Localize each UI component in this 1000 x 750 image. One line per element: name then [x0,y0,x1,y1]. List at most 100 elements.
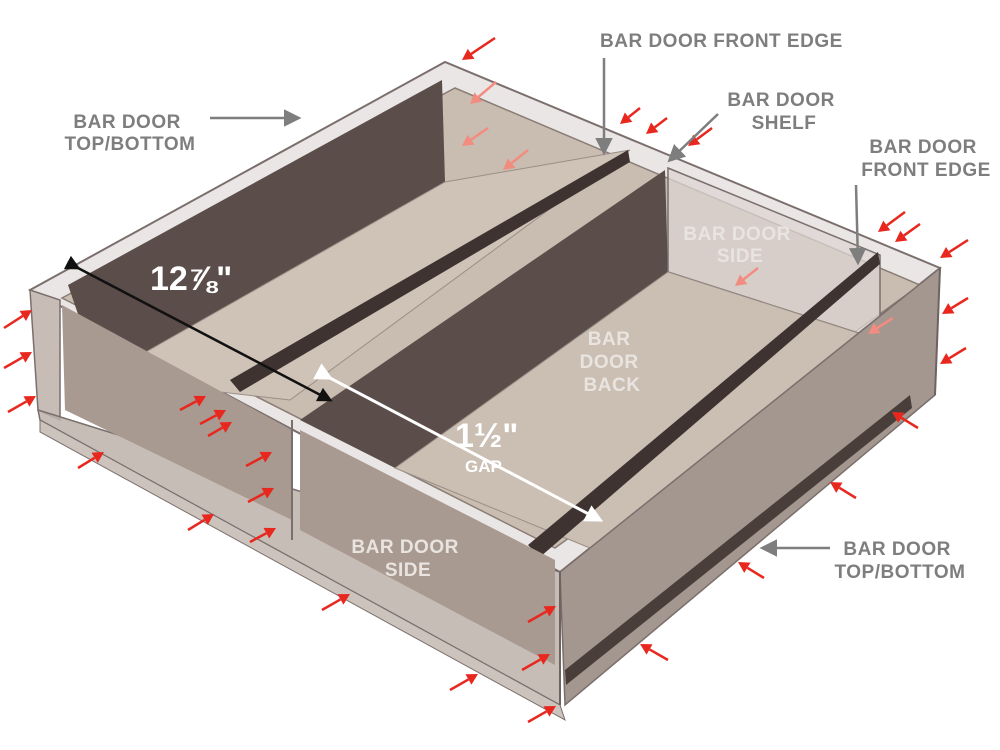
glue-arrow [521,654,550,672]
glue-arrow [187,514,214,532]
glue-arrow-shaft [653,117,668,129]
glue-arrow [640,644,669,662]
glue-arrow-head [503,158,516,170]
right-corner-edge [934,267,941,396]
glue-arrow-shaft [900,416,919,430]
glue-arrow [527,706,556,724]
dimension-gap-value: 1½" [455,417,518,455]
glue-arrow-shaft [876,316,894,330]
glue-arrow-head [470,92,483,104]
glue-arrow-shaft [510,149,529,165]
glue-arrow-shaft [696,126,713,141]
label-front-edge-right: BAR DOOR FRONT EDGE [861,137,991,181]
glue-arrow-shaft [627,107,641,119]
dimension-depth: 12⅞" [150,260,232,298]
glue-arrow-head [892,412,905,423]
glue-arrow-head [263,527,276,539]
label-side-front: BAR DOOR SIDE [351,537,464,581]
glue-arrow-shaft [948,346,967,360]
glue-arrow [878,210,906,232]
glue-arrow-shaft [449,678,470,692]
glue-arrow-head [688,134,701,146]
glue-arrow-head [830,482,843,493]
glue-arrow [940,238,969,258]
front-face-left [29,288,61,422]
label-shelf: BAR DOOR SHELF [727,90,840,134]
base-stripe-right [565,395,912,685]
leader-shelf [667,113,719,163]
glue-arrow [735,267,759,286]
glue-arrow-shaft [886,210,906,227]
glue-arrow-shaft [207,426,224,438]
glue-arrow-shaft [470,126,489,141]
glue-arrow-head [735,274,748,286]
glue-arrow-head [261,487,274,499]
glue-arrow-shaft [903,222,921,237]
glue-arrow-head [465,674,478,685]
glue-arrow [199,409,226,426]
shelf-ridge-right [528,252,880,557]
glue-arrow-head [620,112,633,124]
dimension-lines [63,255,604,522]
label-back: BAR DOOR BACK [580,329,645,396]
label-side-back: BAR DOOR SIDE [683,224,796,267]
glue-arrow-shaft [527,610,548,624]
glue-arrow [830,482,857,500]
glue-arrow-shaft [321,598,342,612]
gap-dimension-line [313,363,604,522]
glue-arrow [462,126,489,146]
glue-arrow [527,606,556,624]
glue-arrow-head [537,654,550,665]
label-top-bottom-left: BAR DOOR TOP/BOTTOM [65,112,196,155]
glue-arrow-shaft [948,238,969,254]
glue-arrow-shaft [838,486,857,500]
label-top-bottom-right: BAR DOOR TOP/BOTTOM [835,539,966,583]
glue-arrow-shaft [3,356,24,370]
glue-arrow-head [868,323,881,334]
dimension-gap-label: GAP [465,457,502,476]
glue-arrow-shaft [7,400,28,414]
glue-arrow-head [91,452,104,463]
glue-arrow [449,674,478,692]
glue-arrow [868,316,894,334]
glue-arrow-head [640,644,653,655]
glue-arrow-head [940,353,953,364]
glue-arrow [247,487,274,504]
glue-arrow-shaft [746,566,765,580]
glue-arrow-shaft [247,492,265,504]
glue-arrow [245,451,272,468]
glue-arrow-shaft [179,400,197,412]
glue-arrow-shaft [950,296,969,310]
glue-arrow-shaft [3,314,24,330]
glue-arrow-head [543,606,556,617]
glue-arrow [503,149,529,170]
glue-arrow-head [646,122,659,134]
glue-arrow [620,107,641,124]
bottom-edge [39,419,566,722]
glue-arrow-head [462,134,475,146]
label-front-edge-top: BAR DOOR FRONT EDGE [600,31,843,52]
glue-arrow [462,36,496,60]
glue-arrow-head [895,230,908,242]
glue-arrow [321,594,350,612]
glue-arrow [77,452,104,470]
glue-arrow [470,81,497,104]
glue-arrow-shaft [648,648,669,662]
glue-arrow-head [259,451,272,463]
glue-arrow-shaft [199,414,217,426]
glue-arrow [688,126,713,146]
glue-arrow-head [19,352,32,363]
glue-arrow [7,396,36,414]
glue-arrow-shaft [521,658,542,672]
glue-arrow-head [19,310,32,321]
box-structure [27,60,942,722]
glue-arrow-head [462,48,475,60]
glue-arrow-shaft [249,532,267,544]
leader-lines [210,58,867,557]
glue-arrow [942,296,969,314]
glue-arrow-head [337,594,350,605]
glue-arrow [3,310,32,330]
glue-arrow [3,352,32,370]
glue-arrow-shaft [245,456,263,468]
